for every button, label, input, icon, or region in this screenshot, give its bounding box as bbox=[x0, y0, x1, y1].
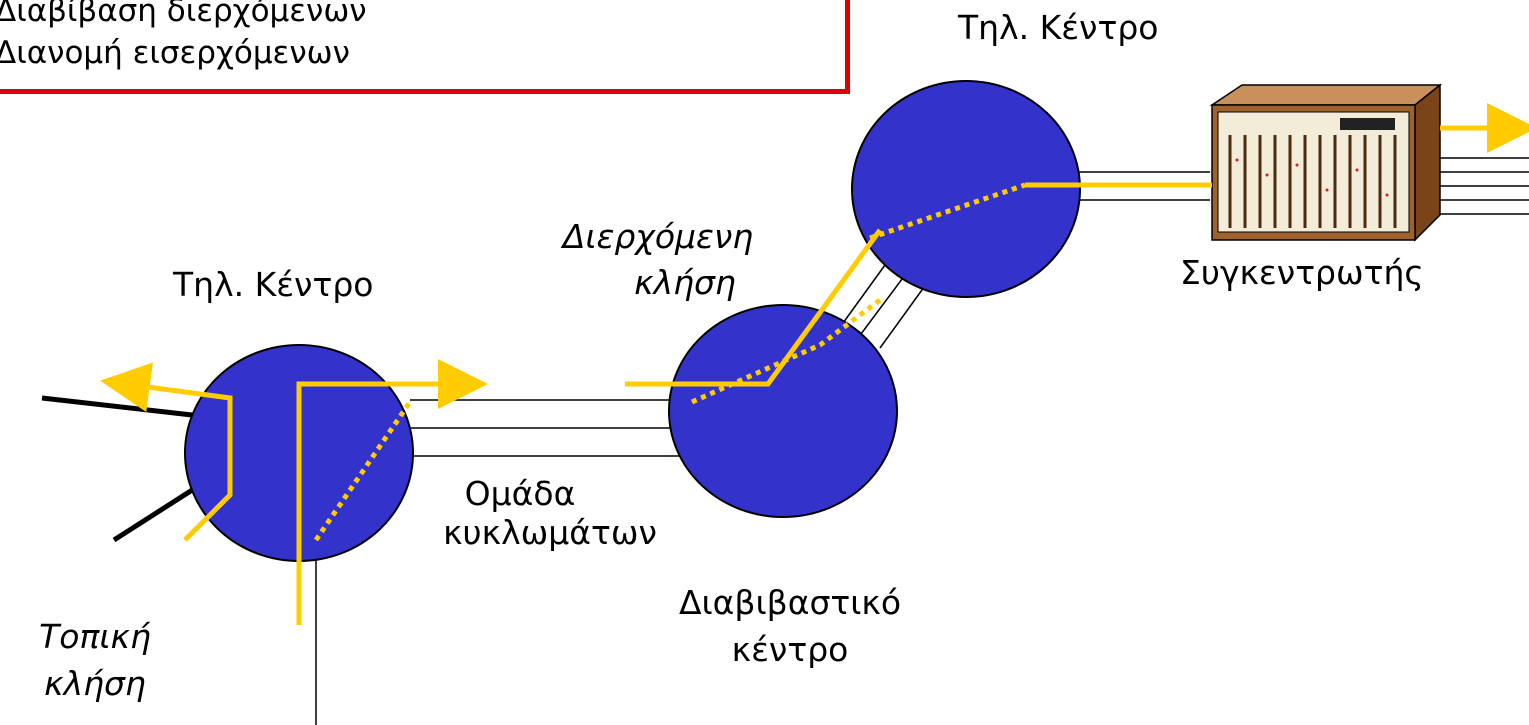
label-transit-call-1: Διερχόμενη bbox=[562, 217, 754, 256]
label-transit-call-2: κλήση bbox=[634, 263, 736, 302]
top-dotted-path bbox=[869, 182, 1026, 241]
trunk-group-lines bbox=[410, 399, 685, 457]
subscriber-lines bbox=[41, 395, 202, 543]
callout-box: Διαβίβαση διερχόμενων Διανομή εισερχόμεν… bbox=[0, 0, 850, 94]
label-trunk-group-1: Ομάδα bbox=[464, 474, 576, 513]
top-office-node bbox=[851, 80, 1081, 298]
label-trunk-group-2: κυκλωμάτων bbox=[443, 513, 657, 552]
tandem-office-node bbox=[668, 304, 898, 518]
tandem-to-office-lines bbox=[837, 264, 928, 349]
local-call-path bbox=[100, 362, 233, 542]
callout-line-1: Διαβίβαση διερχόμενων bbox=[0, 0, 367, 29]
label-concentrator: Συγκεντρωτής bbox=[1180, 253, 1424, 292]
concentrator-icon bbox=[1209, 83, 1443, 242]
label-left-office: Τηλ. Κέντρο bbox=[173, 265, 374, 304]
label-tandem-1: Διαβιβαστικό bbox=[678, 583, 902, 622]
outgoing-call-path bbox=[296, 359, 488, 625]
local-dotted-path bbox=[313, 400, 413, 542]
concentrator-output-lines bbox=[1430, 157, 1529, 215]
callout-line-2: Διανομή εισερχόμενων bbox=[0, 35, 350, 71]
label-tandem-2: κέντρο bbox=[731, 630, 849, 669]
label-local-call-1: Τοπική bbox=[39, 617, 151, 656]
transit-dotted-path bbox=[690, 298, 882, 405]
label-top-office: Τηλ. Κέντρο bbox=[958, 8, 1159, 47]
call-paths bbox=[100, 103, 1529, 625]
transit-call-path bbox=[625, 228, 883, 387]
label-local-call-2: κλήση bbox=[44, 664, 146, 703]
